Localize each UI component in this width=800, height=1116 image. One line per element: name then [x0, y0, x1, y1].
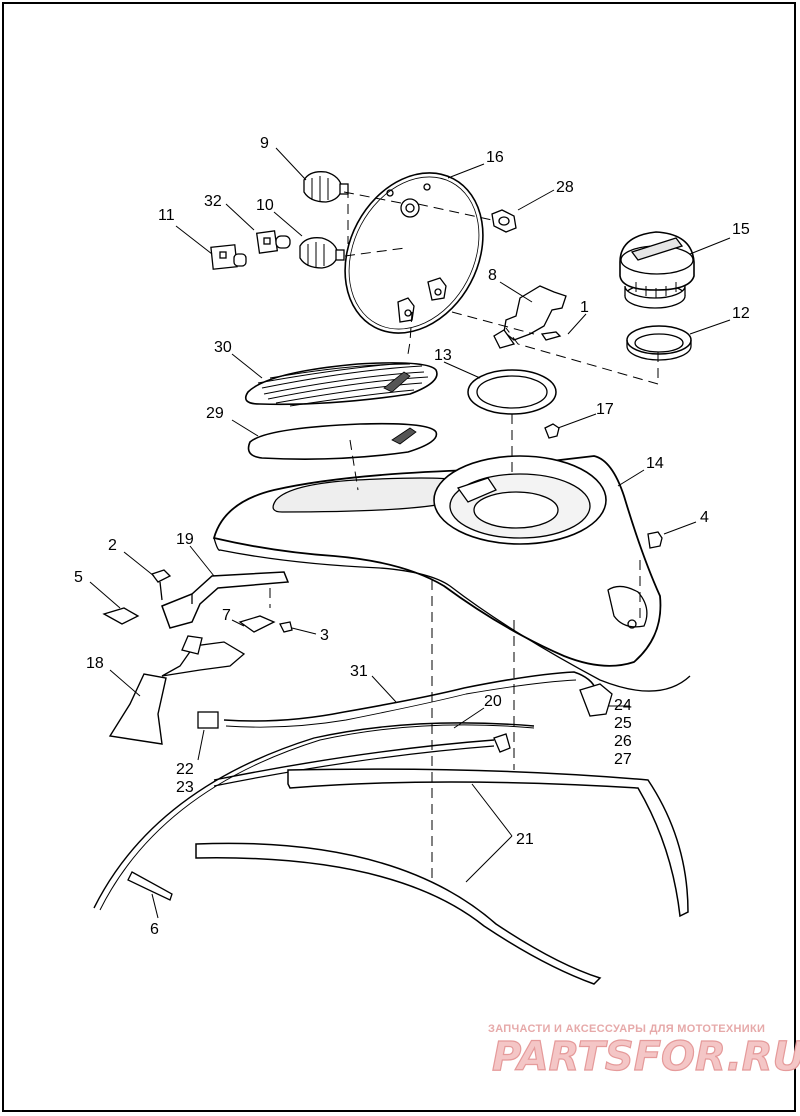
- cable-clip-6: [127, 871, 173, 901]
- callout-15: 15: [732, 221, 750, 238]
- callout-2: 2: [108, 537, 117, 554]
- callout-19: 19: [176, 531, 194, 548]
- nut-28: [491, 209, 517, 233]
- plug-17: [544, 423, 560, 439]
- key-blank-11: [210, 244, 247, 270]
- callout-26: 26: [614, 733, 632, 750]
- callout-14: 14: [646, 455, 664, 472]
- callout-25: 25: [614, 715, 632, 732]
- trim-strip-21-upper: [287, 768, 689, 918]
- mounting-plate-16: [344, 172, 484, 334]
- wire-guide-18: [108, 635, 246, 745]
- spring-nut-5: [102, 607, 140, 625]
- watermark-logo: PARTSFOR.RU: [492, 1034, 800, 1080]
- watermark: ЗАПЧАСТИ И АКСЕССУАРЫ ДЛЯ МОТОТЕХНИКИ PA…: [488, 1023, 800, 1081]
- mount-bracket-19: [161, 571, 290, 629]
- gasket-12: [626, 325, 692, 361]
- callout-3: 3: [320, 627, 329, 644]
- callout-11: 11: [158, 207, 175, 224]
- screw-2-shank: [159, 581, 163, 601]
- callout-12: 12: [732, 305, 750, 322]
- console-pad-29: [247, 422, 438, 460]
- screw-3: [279, 621, 293, 633]
- wire-harness-31: [197, 671, 613, 729]
- callout-13: 13: [434, 347, 452, 364]
- callout-5: 5: [74, 569, 83, 586]
- callout-labels: 9 16 28 32 10 11 15 8 1 12 30 13 29 17 1…: [74, 135, 750, 938]
- bracket-8: [493, 285, 567, 349]
- callout-17: 17: [596, 401, 614, 418]
- edge-trim: [93, 722, 535, 909]
- screw-2: [150, 569, 172, 583]
- callout-31: 31: [350, 663, 368, 680]
- screw-1: [540, 331, 562, 341]
- callout-1: 1: [580, 299, 589, 316]
- callout-29: 29: [206, 405, 224, 422]
- console-body-14: [212, 455, 691, 692]
- callout-6: 6: [150, 921, 159, 938]
- callout-30: 30: [214, 339, 232, 356]
- callout-21: 21: [516, 831, 534, 848]
- callout-7: 7: [222, 607, 231, 624]
- trim-strip-21-lower: [195, 842, 602, 985]
- clip-7: [238, 615, 276, 633]
- callout-9: 9: [260, 135, 269, 152]
- callout-32: 32: [204, 193, 222, 210]
- watermark-tagline: ЗАПЧАСТИ И АКСЕССУАРЫ ДЛЯ МОТОТЕХНИКИ: [488, 1023, 765, 1035]
- callout-10: 10: [256, 197, 274, 214]
- callout-24: 24: [614, 697, 632, 714]
- callout-16: 16: [486, 149, 504, 166]
- console-grille-30: [244, 362, 438, 407]
- callout-4: 4: [700, 509, 709, 526]
- callout-23: 23: [176, 779, 194, 796]
- callout-28: 28: [556, 179, 574, 196]
- vent-hose-20: [213, 739, 495, 781]
- callout-22: 22: [176, 761, 194, 778]
- lamp-socket-9: [303, 171, 349, 203]
- lamp-socket-10: [299, 237, 345, 269]
- screw-4: [647, 531, 663, 549]
- callout-27: 27: [614, 751, 632, 768]
- seal-ring-13: [467, 369, 557, 415]
- fuel-cap-15: [619, 231, 695, 309]
- callout-8: 8: [488, 267, 497, 284]
- callout-18: 18: [86, 655, 104, 672]
- ignition-key-32: [255, 230, 291, 254]
- callout-20: 20: [484, 693, 502, 710]
